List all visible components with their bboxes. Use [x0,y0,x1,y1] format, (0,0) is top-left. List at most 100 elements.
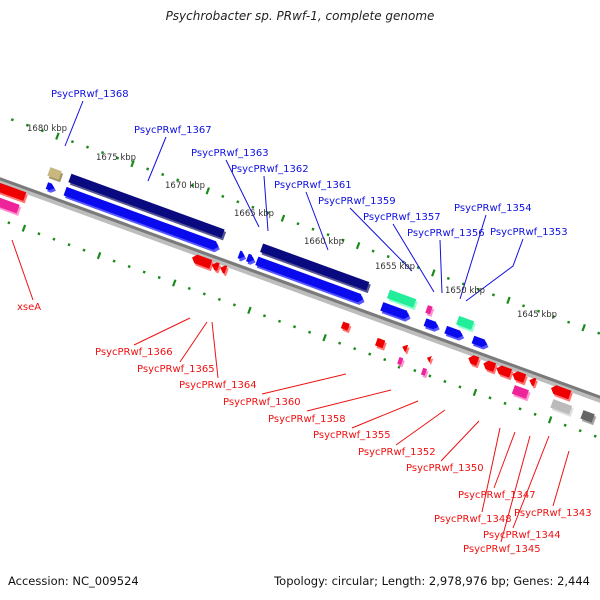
gene-label-1348[interactable]: PsycPRwf_1348 [434,514,512,525]
scale-tick [236,200,240,204]
scale-tick [326,233,330,237]
scale-label: 1645 kbp [517,310,557,320]
scale-tick [10,118,14,122]
gene-label-1356[interactable]: PsycPRwf_1356 [407,228,485,239]
gene-1361-dark-block[interactable] [260,243,371,294]
gene-dark-gray-block[interactable] [580,410,597,426]
gene-label-1350[interactable]: PsycPRwf_1350 [406,463,484,474]
gene-1359-rna-block[interactable] [386,289,418,311]
gene-1362-arrow[interactable] [246,253,256,265]
gene-1361-arrow[interactable] [255,256,365,305]
gene-1344-arrow[interactable] [529,377,538,389]
gene-label-1364[interactable]: PsycPRwf_1364 [179,380,257,391]
leader-line [392,223,435,293]
gene-label-1345[interactable]: PsycPRwf_1345 [463,544,541,555]
gene-label-1343[interactable]: PsycPRwf_1343 [514,508,592,519]
gene-1357-block[interactable] [425,305,435,317]
scale-tick [476,287,480,291]
gene-1355-pink-block[interactable] [397,356,405,368]
scale-label: 1665 kbp [234,209,274,219]
gene-label-1352[interactable]: PsycPRwf_1352 [358,447,436,458]
scale-tick [461,282,465,286]
leader-line [64,100,84,147]
gene-xseA-pink-block[interactable] [0,197,22,216]
scale-tick [85,145,90,149]
gene-label-1354[interactable]: PsycPRwf_1354 [454,203,532,214]
gene-1348-arrow[interactable] [483,360,498,375]
gene-1356-arrow[interactable] [423,318,440,332]
gene-1343-arrow[interactable] [551,385,573,402]
leader-lines [11,100,570,543]
gene-1366-arrow[interactable] [192,254,214,272]
gene-1364-arrow[interactable] [220,265,229,277]
gene-label-1363[interactable]: PsycPRwf_1363 [191,148,269,159]
scale-tick [172,279,177,287]
gene-label-1360[interactable]: PsycPRwf_1360 [223,397,301,408]
gene-1345-pink-block[interactable] [511,385,531,402]
gene-1365-arrow[interactable] [211,262,222,274]
gene-1354-arrow[interactable] [444,325,465,341]
leader-line [179,321,208,363]
scale-tick [503,401,507,405]
gene-1368b-block[interactable] [47,167,64,183]
scale-tick [217,297,221,301]
scale-tick [341,238,345,242]
gene-label-1359[interactable]: PsycPRwf_1359 [318,196,396,207]
leader-line [306,389,392,412]
reverse-gene-labels: xseA PsycPRwf_1366 PsycPRwf_1365 PsycPRw… [17,302,592,555]
scale-tick [130,159,135,168]
gene-1350-arrow[interactable] [468,355,481,369]
gene-label-1357[interactable]: PsycPRwf_1357 [363,212,441,223]
gene-label-1365[interactable]: PsycPRwf_1365 [137,364,215,375]
leader-line [225,159,260,228]
gene-label-xseA[interactable]: xseA [17,302,41,313]
gene-label-1362[interactable]: PsycPRwf_1362 [231,164,309,175]
gene-label-1355[interactable]: PsycPRwf_1355 [313,430,391,441]
scale-tick [518,407,522,411]
leader-line [500,435,531,543]
gene-label-1347[interactable]: PsycPRwf_1347 [458,490,536,501]
genome-summary: Topology: circular; Length: 2,978,976 bp… [274,574,590,588]
scale-tick [533,412,537,416]
gene-label-1366[interactable]: PsycPRwf_1366 [95,347,173,358]
gene-label-1368[interactable]: PsycPRwf_1368 [51,89,129,100]
scale-tick [292,325,297,329]
scale-tick [431,269,436,277]
gene-1354-rna-block[interactable] [456,315,476,333]
scale-tick [221,194,225,198]
scale-tick [176,178,180,182]
gene-label-1353[interactable]: PsycPRwf_1353 [490,227,568,238]
scale-label: 1680 kbp [27,124,67,134]
scale-tick [191,183,195,188]
gene-1353-arrow[interactable] [471,335,489,350]
scale-tick [353,347,357,351]
scale-tick [428,374,432,378]
gene-1360-block[interactable] [340,321,352,334]
gene-1352-pink-block[interactable] [420,367,429,379]
scale-tick [322,334,327,342]
gene-1368-arrow[interactable] [45,182,56,193]
gene-xseA-arrow-b[interactable] [4,186,28,204]
scale-tick [472,388,478,397]
scale-tick [578,429,582,433]
leader-line [305,191,329,251]
scale-tick [280,214,286,222]
gene-label-1367[interactable]: PsycPRwf_1367 [134,125,212,136]
gene-label-1361[interactable]: PsycPRwf_1361 [274,180,352,191]
gene-1343-gray-block[interactable] [550,399,574,417]
gene-1358-block[interactable] [375,337,387,351]
scale-tick [266,211,270,215]
gene-1363-arrow[interactable] [237,250,247,262]
gene-1359-arrow[interactable] [380,302,411,322]
gene-label-1344[interactable]: PsycPRwf_1344 [483,530,561,541]
map-title: Psychrobacter sp. PRwf-1, complete genom… [165,9,435,23]
scale-tick [311,227,315,231]
gene-1355-arrow[interactable] [402,344,410,355]
gene-1345-arrow[interactable] [512,371,528,386]
gene-1367-arrow[interactable] [63,186,220,253]
gene-1367-dark-block[interactable] [68,173,227,241]
gene-1347-arrow[interactable] [496,365,514,381]
gene-label-1358[interactable]: PsycPRwf_1358 [268,414,346,425]
gene-1352-arrow[interactable] [426,355,434,366]
